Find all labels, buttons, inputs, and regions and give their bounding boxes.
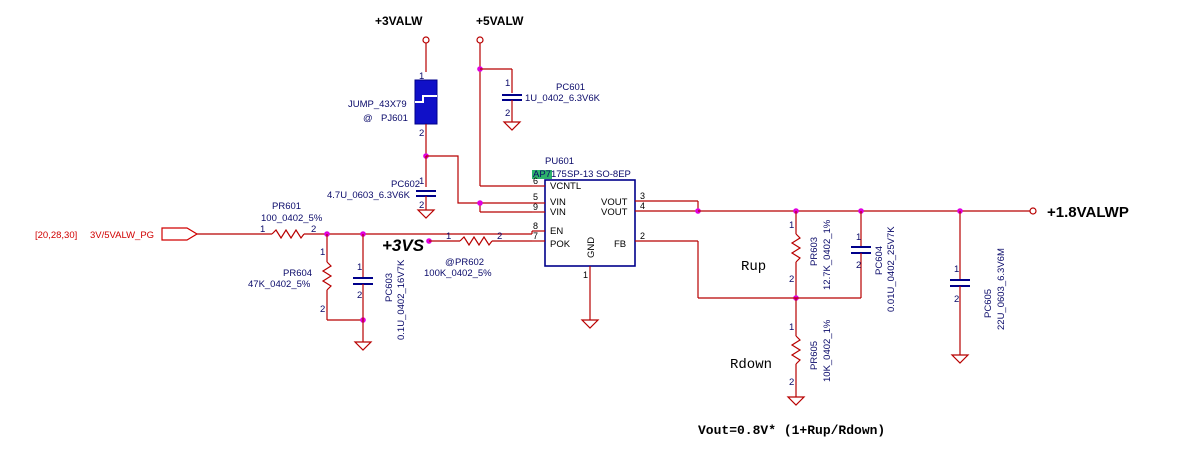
- ic-pin4-num: 4: [640, 201, 645, 211]
- pc601-value: 1U_0402_6.3V6K: [525, 93, 601, 104]
- ic-part-highlight: [532, 170, 552, 179]
- pc605-value: 22U_0603_6.3V6M: [996, 248, 1007, 330]
- jumper-pin1: 1: [419, 71, 424, 82]
- ic-left-pins: [532, 185, 545, 242]
- jumper-ref: PJ601: [381, 113, 408, 124]
- capacitor-pc601: [502, 94, 522, 131]
- ic-pin-fb: FB: [614, 239, 626, 250]
- pc602-value: 4.7U_0603_6.3V6K: [327, 190, 411, 201]
- ic-pin5-num: 5: [533, 192, 538, 202]
- pc602-pin1: 1: [419, 176, 424, 187]
- pr605-pin1: 1: [789, 322, 794, 333]
- capacitor-pc603: [353, 234, 373, 351]
- resistor-pr601: [271, 228, 533, 240]
- ic-part-a: AP7175: [533, 169, 567, 180]
- ic-pin-en: EN: [550, 226, 563, 237]
- vin-net: [423, 153, 532, 213]
- ic-pin1-num: 1: [583, 270, 588, 280]
- pr604-value: 47K_0402_5%: [248, 279, 311, 290]
- ic-pin9-num: 9: [533, 202, 538, 212]
- pc603-value: 0.1U_0402_16V7K: [396, 259, 407, 340]
- ic-pin-vout2: VOUT: [601, 207, 628, 218]
- rail-label-3vs: +3VS: [382, 236, 425, 255]
- capacitor-pc604: [851, 211, 871, 298]
- ic-pin-vin2: VIN: [550, 207, 566, 218]
- pr604-ref: PR604: [283, 268, 312, 279]
- pr601-ref: PR601: [272, 201, 301, 212]
- ic-pin6-num: 6: [533, 176, 538, 186]
- resistor-pr602: [426, 235, 532, 247]
- pr602-pin2: 2: [497, 231, 502, 242]
- pr603-ref: PR603: [809, 237, 820, 266]
- pr605-ref: PR605: [809, 341, 820, 370]
- pc604-ref: PC604: [874, 246, 885, 275]
- resistor-pr603: [790, 211, 802, 301]
- pr602-ref: PR602: [455, 257, 484, 268]
- pc605-ref: PC605: [983, 289, 994, 318]
- pr602-pin1: 1: [446, 231, 451, 242]
- pr604-pin2: 2: [320, 304, 325, 315]
- rail-label-3valw: +3VALW: [375, 14, 423, 28]
- output-rail: [698, 207, 1037, 215]
- capacitor-pc605: [950, 211, 970, 364]
- pc605-pin1: 1: [954, 264, 959, 275]
- ic-pin-pok: POK: [550, 239, 571, 250]
- ic-pin2-num: 2: [640, 231, 645, 241]
- rail-label-5valw: +5VALW: [476, 14, 524, 28]
- pr603-value: 12.7K_0402_1%: [822, 219, 833, 290]
- pr601-value: 100_0402_5%: [261, 213, 323, 224]
- pc602-ref: PC602: [391, 179, 420, 190]
- jumper-pin2: 2: [419, 128, 424, 139]
- pr603-pin2: 2: [789, 274, 794, 285]
- ic-pin-vout1: VOUT: [601, 197, 628, 208]
- pr604-pin1: 1: [320, 247, 325, 258]
- pc601-pin1: 1: [505, 78, 510, 89]
- rail-5valw-connector: [476, 36, 532, 187]
- ic-ground: [580, 266, 600, 329]
- ic-right-pins: [635, 200, 701, 298]
- pr601-pin1: 1: [260, 224, 265, 235]
- ic-part-b: SP-13 SO-8EP: [567, 169, 631, 180]
- pr602-value: 100K_0402_5%: [424, 268, 492, 279]
- rail-3valw-connector: [422, 36, 430, 72]
- pr601-pin2: 2: [311, 224, 316, 235]
- ic-pin7-num: 7: [533, 231, 538, 241]
- pr605-value: 10K_0402_1%: [822, 319, 833, 382]
- capacitor-pc602: [416, 190, 436, 219]
- pc601-ref: PC601: [556, 82, 585, 93]
- pr605-pin2: 2: [789, 377, 794, 388]
- offpage-net: 3V/5VALW_PG: [90, 230, 154, 241]
- ic-pin-gnd: GND: [586, 237, 597, 258]
- pc604-pin2: 2: [856, 260, 861, 271]
- ic-pin-vin1: VIN: [550, 197, 566, 208]
- pc605-pin2: 2: [954, 294, 959, 305]
- jumper-pj601: [414, 79, 438, 156]
- resistor-pr605: [786, 298, 806, 406]
- resistor-pr604: [321, 234, 366, 323]
- label-rup: Rup: [741, 259, 766, 275]
- label-rdown: Rdown: [730, 357, 772, 373]
- pc604-pin1: 1: [856, 232, 861, 243]
- pr603-pin1: 1: [789, 220, 794, 231]
- pc603-pin1: 1: [357, 262, 362, 273]
- ic-ref: PU601: [545, 156, 574, 167]
- rail-label-out: +1.8VALWP: [1047, 204, 1129, 221]
- offpage-connector: [161, 227, 199, 241]
- pc603-ref: PC603: [384, 273, 395, 302]
- pc602-pin2: 2: [419, 200, 424, 211]
- formula-label: Vout=0.8V* (1+Rup/Rdown): [698, 423, 885, 438]
- pc604-value: 0.01U_0402_25V7K: [886, 226, 897, 312]
- pr602-at: @: [445, 257, 455, 268]
- ic-pin3-num: 3: [640, 191, 645, 201]
- pc601-pin2: 2: [505, 108, 510, 119]
- ic-pin-vcntl: VCNTL: [550, 181, 581, 192]
- pc603-pin2: 2: [357, 290, 362, 301]
- ic-pin8-num: 8: [533, 221, 538, 231]
- offpage-pages: [20,28,30]: [35, 230, 77, 241]
- jumper-name: JUMP_43X79: [348, 99, 407, 110]
- jumper-at: @: [363, 113, 373, 124]
